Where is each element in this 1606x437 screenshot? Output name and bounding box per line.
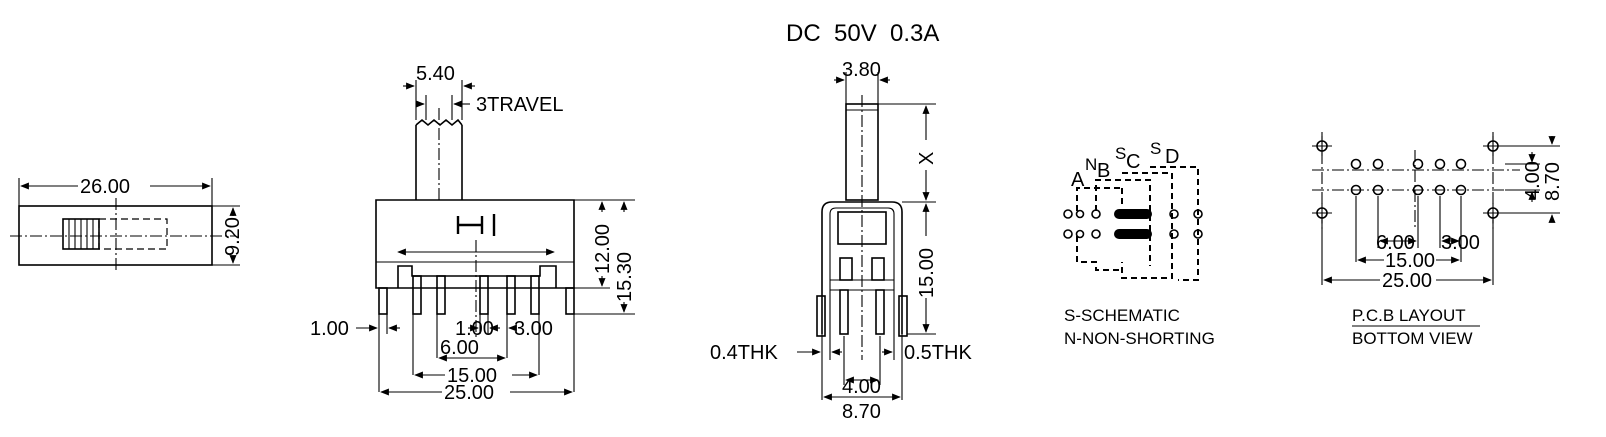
legend-s-label: S-SCHEMATIC (1064, 306, 1180, 325)
terminal-a-label: A (1071, 169, 1085, 191)
body-height-label: 12.00 (592, 224, 614, 274)
pin-pitch-outer-label: 3.00 (514, 318, 553, 340)
rating-label: DC 50V 0.3A (786, 20, 939, 47)
pin-span-label: 15.00 (447, 365, 497, 387)
side-pin-spacing-label: 4.00 (842, 376, 881, 398)
overall-height-label: 15.30 (614, 252, 636, 302)
pcb-bottom-view-label: BOTTOM VIEW (1352, 329, 1473, 348)
side-body-height-label: 15.00 (916, 248, 938, 298)
s-marker-label-2: S (1150, 139, 1161, 158)
pin-gap-label: 1.00 (455, 318, 494, 340)
terminal-b-label: B (1097, 160, 1110, 182)
left-thickness-label: 0.4THK (710, 342, 778, 364)
pcb-pitch-b-label: 3.00 (1441, 232, 1480, 254)
pin-pitch-label: 6.00 (440, 337, 479, 359)
right-thickness-label: 0.5THK (904, 342, 972, 364)
pin-holes (1350, 158, 1467, 196)
top-width-label: 26.00 (80, 176, 130, 198)
side-overall-width-label: 8.70 (842, 401, 881, 423)
side-actuator-height-label: X (916, 152, 938, 165)
pin-width-label: 1.00 (310, 318, 349, 340)
front-view: 5.40 3TRAVEL 12.00 15.30 1.00 1.00 (310, 63, 636, 404)
circuit-schematic: A N B S C S D S-SCHEMATIC N-NON-SHORTING (1063, 139, 1215, 348)
side-view: 3.80 X 15.00 0.4THK 0.5THK 4.00 8.70 (710, 59, 972, 423)
travel-label: 3TRAVEL (476, 94, 563, 116)
pcb-inner-span-label: 15.00 (1385, 250, 1435, 272)
side-actuator-width-label: 3.80 (842, 59, 881, 81)
pcb-pitch-a-label: 6.00 (1376, 232, 1415, 254)
legend-n-label: N-NON-SHORTING (1064, 329, 1215, 348)
terminal-c-label: C (1126, 151, 1140, 173)
n-marker-label: N (1085, 155, 1097, 174)
actuator-width-label: 5.40 (416, 63, 455, 85)
pcb-overall-span-label: 25.00 (1382, 270, 1432, 292)
terminal-d-label: D (1165, 146, 1179, 168)
pcb-layout-title: P.C.B LAYOUT (1352, 306, 1466, 325)
top-height-label: 9.20 (222, 217, 244, 256)
mounting-holes (1312, 136, 1503, 223)
pcb-layout: 4.00 8.70 6.00 3.00 15.00 25.00 P.C.B LA… (1312, 132, 1564, 348)
top-view: 26.00 9.20 (10, 176, 244, 273)
s-marker-label-1: S (1115, 144, 1126, 163)
overall-length-label: 25.00 (444, 382, 494, 404)
pcb-overall-height-label: 8.70 (1542, 162, 1564, 201)
pcb-row-spacing-label: 4.00 (1522, 161, 1544, 200)
